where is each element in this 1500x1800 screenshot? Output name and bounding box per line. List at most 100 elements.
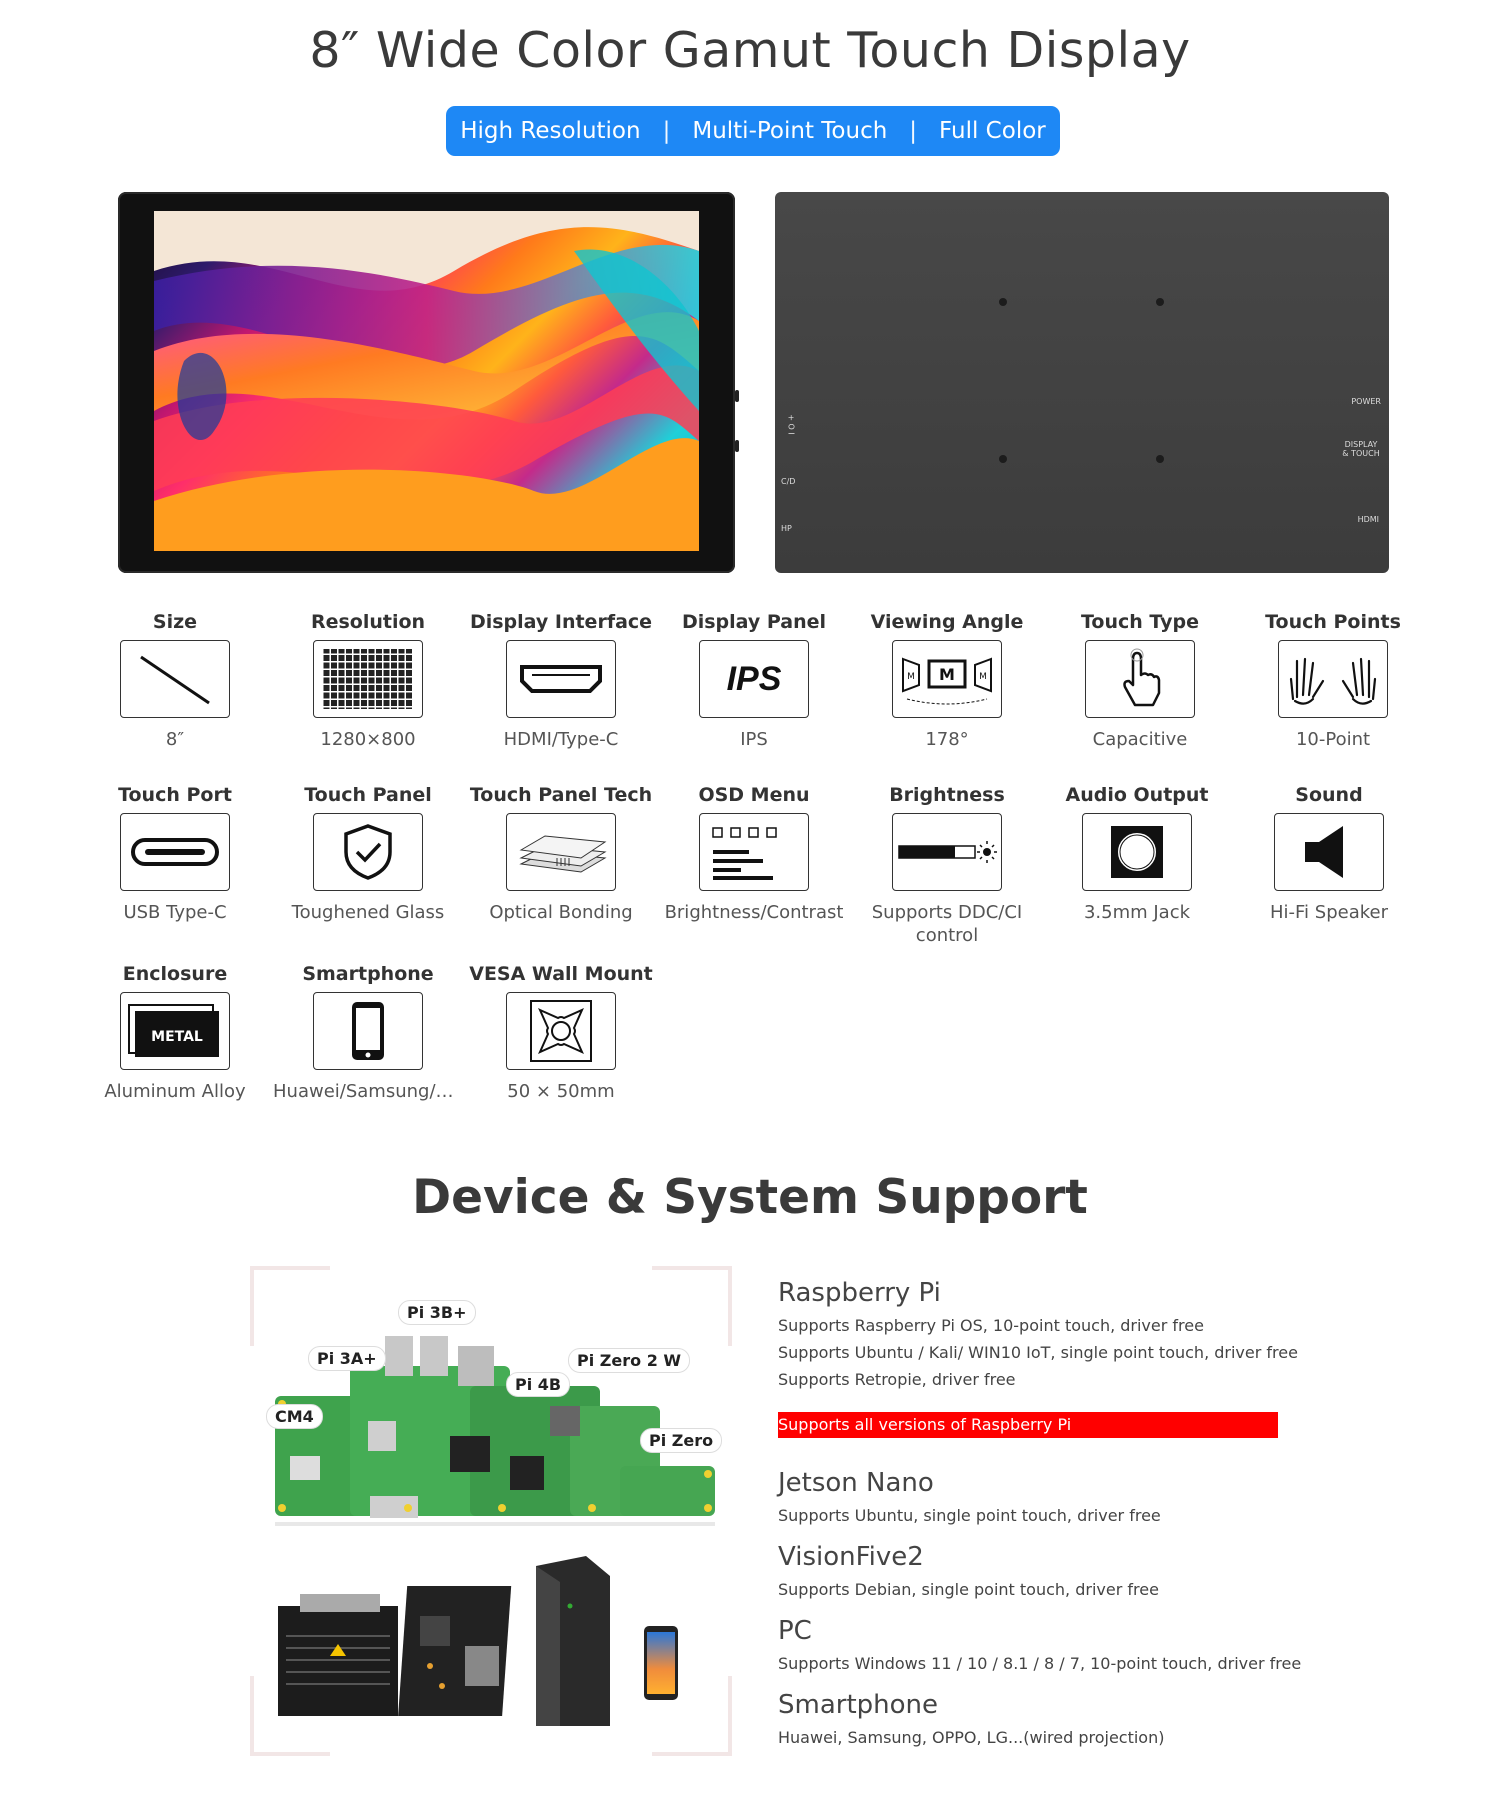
device-name: VisionFive2 <box>778 1542 924 1572</box>
page-title: 8″ Wide Color Gamut Touch Display <box>309 22 1191 79</box>
layered-panel-icon <box>506 813 616 891</box>
ips-text-icon: IPS <box>699 640 809 718</box>
other-devices-illustration <box>278 1556 678 1726</box>
board-tag-pi-zero-2-w: Pi Zero 2 W <box>568 1348 691 1373</box>
device-support-line: Supports Retropie, driver free <box>778 1370 1016 1389</box>
port-label-hp: HP <box>781 524 792 533</box>
spec-value: IPS <box>740 729 768 750</box>
finger-touch-icon <box>1085 640 1195 718</box>
device-support-line: Supports Ubuntu / Kali/ WIN10 IoT, singl… <box>778 1343 1298 1362</box>
spec-title: Touch Type <box>1081 611 1199 633</box>
spec-title: Touch Port <box>118 784 232 806</box>
spec-value: 3.5mm Jack <box>1083 902 1191 923</box>
diagonal-line-icon <box>120 640 230 718</box>
spec-title: Display Panel <box>681 611 827 633</box>
device-pc: PC Supports Windows 11 / 10 / 8.1 / 8 / … <box>778 1616 1378 1673</box>
brightness-bar-icon <box>892 813 1002 891</box>
shield-check-icon <box>313 813 423 891</box>
device-name: Raspberry Pi <box>778 1278 941 1308</box>
device-support-line: Supports Windows 11 / 10 / 8.1 / 8 / 7, … <box>778 1654 1302 1673</box>
spec-value: Hi-Fi Speaker <box>1269 902 1388 923</box>
device-support-line: Huawei, Samsung, OPPO, LG...(wired proje… <box>778 1728 1165 1747</box>
spec-title: Touch Panel <box>304 784 432 806</box>
board-tag-cm4: CM4 <box>266 1404 323 1429</box>
board-tag-pi-4b: Pi 4B <box>506 1372 571 1397</box>
display-front-image <box>118 192 739 573</box>
spec-value: 10-Point <box>1295 729 1371 750</box>
svg-text:METAL: METAL <box>151 1029 203 1045</box>
spec-size: Size 8″ <box>80 608 270 751</box>
frame-corner <box>250 1266 330 1346</box>
device-name: PC <box>778 1616 812 1646</box>
device-name: Smartphone <box>778 1690 939 1720</box>
spec-value: Brightness/Contrast <box>664 902 844 923</box>
frame-corner <box>652 1676 732 1756</box>
spec-touch-panel-tech: Touch Panel Tech Optical Bonding <box>466 781 656 924</box>
spec-title: Resolution <box>310 611 426 633</box>
svg-text:M: M <box>979 672 987 682</box>
spec-value: 8″ <box>165 729 185 750</box>
svg-text:M: M <box>939 665 955 684</box>
port-label-cd: C/D <box>781 477 796 486</box>
spec-display-panel: Display Panel IPS IPS <box>659 608 849 751</box>
spec-value: 178° <box>925 729 969 750</box>
viewing-angle-icon: M M M <box>892 640 1002 718</box>
highlight-bar: Supports all versions of Raspberry Pi <box>778 1412 1278 1438</box>
hdmi-port-icon <box>506 640 616 718</box>
spec-vesa-wall-mount: VESA Wall Mount 50 × 50mm <box>466 960 656 1103</box>
spec-touch-panel: Touch Panel Toughened Glass <box>273 781 463 924</box>
spec-value: HDMI/Type-C <box>503 729 619 750</box>
port-label-display-touch: DISPLAY & TOUCH <box>1342 440 1380 458</box>
side-button <box>735 390 739 402</box>
spec-viewing-angle: Viewing Angle M M M 178° <box>852 608 1042 751</box>
vesa-hole <box>1156 298 1164 306</box>
spec-sound: Sound Hi-Fi Speaker <box>1234 781 1424 924</box>
spec-value: 1280×800 <box>320 729 416 750</box>
svg-text:M: M <box>907 672 915 682</box>
feature-full-color: Full Color <box>939 118 1046 144</box>
audio-jack-icon <box>1082 813 1192 891</box>
feature-separator: | <box>662 118 671 144</box>
smartphone-icon <box>313 992 423 1070</box>
pixel-grid-icon <box>313 640 423 718</box>
spec-title: Touch Panel Tech <box>469 784 653 806</box>
usb-c-icon <box>120 813 230 891</box>
spec-title: Brightness <box>889 784 1005 806</box>
device-name: Jetson Nano <box>778 1468 934 1498</box>
spec-title: Smartphone <box>302 963 434 985</box>
spec-value: Huawei/Samsung/O… <box>273 1081 463 1102</box>
port-label-side-io: + O I <box>786 414 796 435</box>
spec-title: Display Interface <box>469 611 653 633</box>
section-title: Device & System Support <box>412 1170 1088 1225</box>
spec-smartphone: Smartphone Huawei/Samsung/O… <box>273 960 463 1103</box>
board-tag-pi-3b-plus: Pi 3B+ <box>398 1300 476 1325</box>
spec-title: Viewing Angle <box>870 611 1024 633</box>
device-jetson-nano: Jetson Nano Supports Ubuntu, single poin… <box>778 1468 1378 1525</box>
spec-value: Capacitive <box>1092 729 1188 750</box>
feature-multi-point-touch: Multi-Point Touch <box>692 118 888 144</box>
feature-pill: High Resolution | Multi-Point Touch | Fu… <box>446 106 1060 156</box>
display-back-image: POWER DISPLAY & TOUCH HDMI + O I C/D HP <box>775 192 1389 573</box>
spec-touch-port: Touch Port USB Type-C <box>80 781 270 924</box>
spec-touch-type: Touch Type Capacitive <box>1045 608 1235 751</box>
spec-value: Supports DDC/CI control <box>871 902 1023 946</box>
device-support-line: Supports Ubuntu, single point touch, dri… <box>778 1506 1161 1525</box>
feature-high-resolution: High Resolution <box>460 118 641 144</box>
board-tag-pi-3a-plus: Pi 3A+ <box>308 1346 386 1371</box>
frame-corner <box>250 1676 330 1756</box>
spec-title: Size <box>152 611 198 633</box>
port-label-power: POWER <box>1351 397 1381 406</box>
device-support-line: Supports Raspberry Pi OS, 10-point touch… <box>778 1316 1204 1335</box>
display-screen-wallpaper <box>154 211 699 551</box>
side-button <box>735 440 739 452</box>
raspberry-pi-boards-illustration <box>275 1336 715 1526</box>
spec-title: Audio Output <box>1065 784 1209 806</box>
speaker-icon <box>1274 813 1384 891</box>
supported-boards-image: Pi 3B+ Pi 3A+ Pi Zero 2 W Pi 4B CM4 Pi Z… <box>250 1266 732 1756</box>
device-smartphone: Smartphone Huawei, Samsung, OPPO, LG...(… <box>778 1690 1378 1747</box>
two-hands-icon <box>1278 640 1388 718</box>
port-label-hdmi: HDMI <box>1357 515 1379 524</box>
vesa-mount-icon <box>506 992 616 1070</box>
spec-value: Aluminum Alloy <box>104 1081 246 1102</box>
spec-title: VESA Wall Mount <box>469 963 653 985</box>
